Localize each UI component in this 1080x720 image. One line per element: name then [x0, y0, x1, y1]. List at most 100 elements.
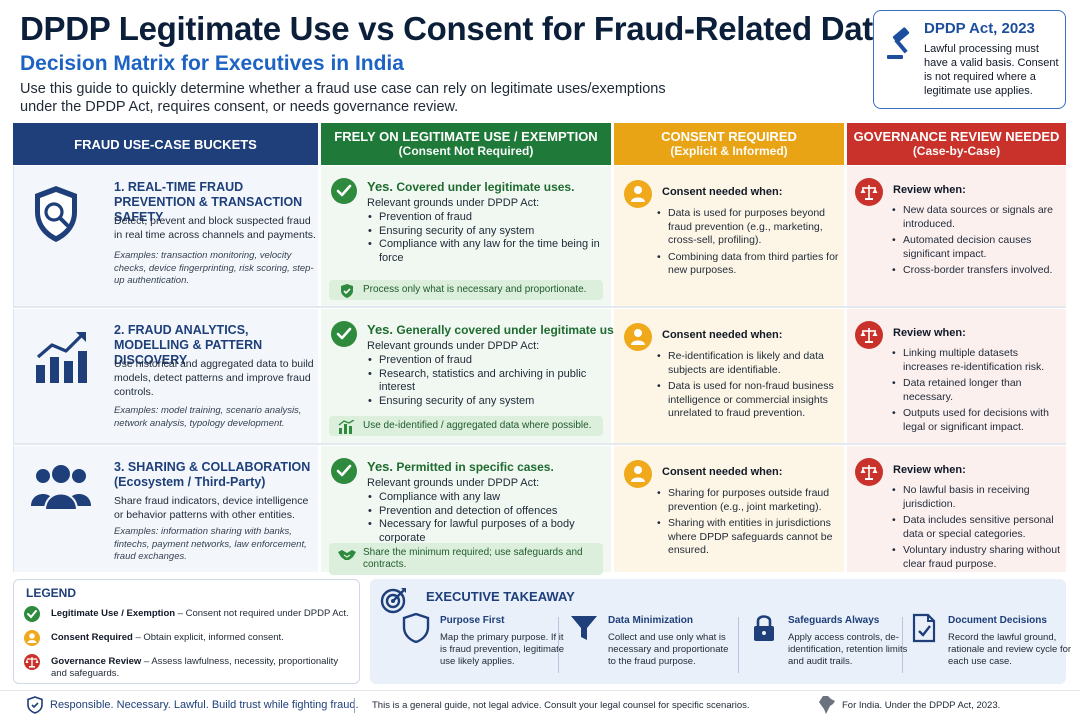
takeaway-body: Record the lawful ground, rationale and …: [948, 632, 1072, 667]
legit-cell-realtime: Yes. Covered under legitimate uses. Rele…: [321, 166, 611, 306]
governance-heading: Review when:: [893, 464, 966, 476]
governance-cell-realtime: Review when: New data sources or signals…: [847, 166, 1066, 306]
legend-desc: – Assess lawfulness, necessity, proporti…: [51, 656, 339, 679]
row-divider: [13, 443, 1066, 445]
page-subtitle: Decision Matrix for Executives in India: [20, 52, 404, 75]
bucket-examples-text: Examples: model training, scenario analy…: [114, 405, 302, 429]
footer-disclaimer: This is a general guide, not legal advic…: [372, 700, 750, 711]
legend-label: Consent Required: [51, 632, 133, 643]
list-item: Combining data from third parties for ne…: [656, 251, 840, 278]
legit-cell-sharing: Yes. Permitted in specific cases. Releva…: [321, 446, 611, 575]
shield-icon: [402, 613, 430, 643]
bucket-title: 3. SHARING & COLLABORATION (Ecosystem / …: [114, 460, 311, 489]
intro-text: Use this guide to quickly determine whet…: [20, 81, 666, 115]
shield-check-icon: [341, 284, 353, 298]
list-item: Data is used for non-fraud business inte…: [656, 380, 840, 421]
takeaway-body: Collect and use only what is necessary a…: [608, 632, 729, 667]
bucket-examples: Examples: information sharing with banks…: [114, 526, 319, 564]
list-item: No lawful basis in receiving jurisdictio…: [891, 484, 1061, 511]
bucket-examples-text: Examples: transaction monitoring, veloci…: [114, 250, 314, 286]
list-item: Data includes sensitive personal data or…: [891, 514, 1061, 541]
legend-desc: – Obtain explicit, informed consent.: [132, 632, 284, 643]
governance-cell-analytics: Review when: Linking multiple datasets i…: [847, 309, 1066, 443]
list-item: Automated decision causes significant im…: [891, 234, 1061, 261]
takeaway-heading: Purpose First: [440, 615, 505, 626]
check-icon: [331, 321, 357, 347]
check-icon: [331, 178, 357, 204]
header-consent-line2: (Explicit & Informed): [670, 144, 788, 158]
shield-check-icon: [27, 696, 43, 714]
list-item: Cross-border transfers involved.: [891, 264, 1061, 278]
legend-desc: – Consent not required under DPDP Act.: [175, 608, 349, 619]
list-item: Research, statistics and archiving in pu…: [367, 368, 602, 395]
takeaway-body: Map the primary purpose. If it is fraud …: [440, 632, 565, 667]
header-governance-review: GOVERNANCE REVIEW NEEDED (Case-by-Case): [847, 123, 1066, 165]
bucket-description: Use historical and aggregated data to bu…: [114, 358, 314, 398]
check-icon: [24, 606, 40, 622]
consent-heading: Consent needed when:: [662, 329, 783, 341]
list-item: Linking multiple datasets increases re-i…: [891, 347, 1061, 374]
person-icon: [624, 180, 652, 208]
governance-heading: Review when:: [893, 184, 966, 196]
yes-label: Yes.: [367, 179, 394, 194]
target-icon: [380, 588, 406, 614]
shield-search-icon: [35, 186, 77, 242]
consent-cell-sharing: Consent needed when: Sharing for purpose…: [614, 446, 844, 572]
legit-note: Process only what is necessary and propo…: [329, 280, 603, 300]
legit-note: Use de-identified / aggregated data wher…: [329, 416, 603, 436]
list-item: Prevention of fraud: [367, 354, 602, 368]
list-item: New data sources or signals are introduc…: [891, 204, 1061, 231]
dpdp-title: DPDP Act, 2023: [924, 20, 1035, 37]
consent-list: Data is used for purposes beyond fraud p…: [656, 207, 840, 281]
grounds-list: Compliance with any law Prevention and d…: [367, 491, 602, 545]
yes-label: Yes.: [367, 459, 394, 474]
dpdp-act-callout: DPDP Act, 2023 Lawful processing must ha…: [873, 10, 1066, 109]
header-legitimate-line2: (Consent Not Required): [398, 144, 534, 158]
header-governance-line1: GOVERNANCE REVIEW NEEDED: [853, 129, 1060, 144]
grounds-label: Relevant grounds under DPDP Act:: [367, 477, 540, 489]
bucket-description: Share fraud indicators, device intellige…: [114, 495, 309, 521]
consent-heading: Consent needed when:: [662, 186, 783, 198]
takeaway-divider: [902, 617, 903, 673]
takeaway-heading: Safeguards Always: [788, 615, 880, 626]
document-check-icon: [912, 613, 936, 643]
list-item: Data is used for purposes beyond fraud p…: [656, 207, 840, 248]
person-icon: [24, 630, 40, 646]
person-icon: [624, 460, 652, 488]
list-item: Compliance with any law for the time bei…: [367, 238, 602, 265]
bar-chart-icon: [338, 420, 355, 434]
consent-list: Re-identification is likely and data sub…: [656, 350, 840, 424]
legend-text: Governance Review – Assess lawfulness, n…: [51, 656, 351, 680]
list-item: Ensuring security of any system: [367, 395, 602, 409]
takeaway-item-safeguards: Safeguards Always Apply access controls,…: [750, 613, 910, 679]
dpdp-text: Lawful processing must have a valid basi…: [924, 43, 1059, 97]
yes-label: Yes.: [367, 322, 394, 337]
consent-heading: Consent needed when:: [662, 466, 783, 478]
list-item: Re-identification is likely and data sub…: [656, 350, 840, 377]
governance-list: Linking multiple datasets increases re-i…: [891, 347, 1061, 437]
legit-note-text: Share the minimum required; use safeguar…: [363, 547, 583, 570]
grounds-label: Relevant grounds under DPDP Act:: [367, 197, 540, 209]
header-consent-required: CONSENT REQUIRED (Explicit & Informed): [614, 123, 844, 165]
header-legitimate-line1: FRELY ON LEGITIMATE USE / EXEMPTION: [334, 129, 598, 144]
header-governance-line2: (Case-by-Case): [912, 144, 1001, 158]
header-legitimate-use: FRELY ON LEGITIMATE USE / EXEMPTION (Con…: [321, 123, 611, 165]
lock-icon: [754, 615, 774, 641]
bucket-examples: Examples: transaction monitoring, veloci…: [114, 250, 319, 288]
legend-text: Consent Required – Obtain explicit, info…: [51, 632, 351, 644]
takeaway-divider: [738, 617, 739, 673]
bucket-cell-analytics: 2. FRAUD ANALYTICS, MODELLING & PATTERN …: [13, 309, 318, 443]
bucket-examples-text: Examples: information sharing with banks…: [114, 526, 307, 562]
bucket-cell-sharing: 3. SHARING & COLLABORATION (Ecosystem / …: [13, 446, 318, 572]
check-icon: [331, 458, 357, 484]
gavel-icon: [887, 27, 910, 59]
india-map-icon: [819, 696, 835, 714]
bucket-examples: Examples: model training, scenario analy…: [114, 405, 319, 430]
consent-cell-realtime: Consent needed when: Data is used for pu…: [614, 166, 844, 306]
legit-note-text: Process only what is necessary and propo…: [363, 284, 587, 295]
consent-list: Sharing for purposes outside fraud preve…: [656, 487, 840, 561]
list-item: Compliance with any law: [367, 491, 602, 505]
list-item: Necessary for lawful purposes of a body …: [367, 518, 602, 545]
list-item: Prevention and detection of offences: [367, 505, 602, 519]
bucket-cell-realtime: 1. REAL-TIME FRAUD PREVENTION & TRANSACT…: [13, 166, 318, 306]
